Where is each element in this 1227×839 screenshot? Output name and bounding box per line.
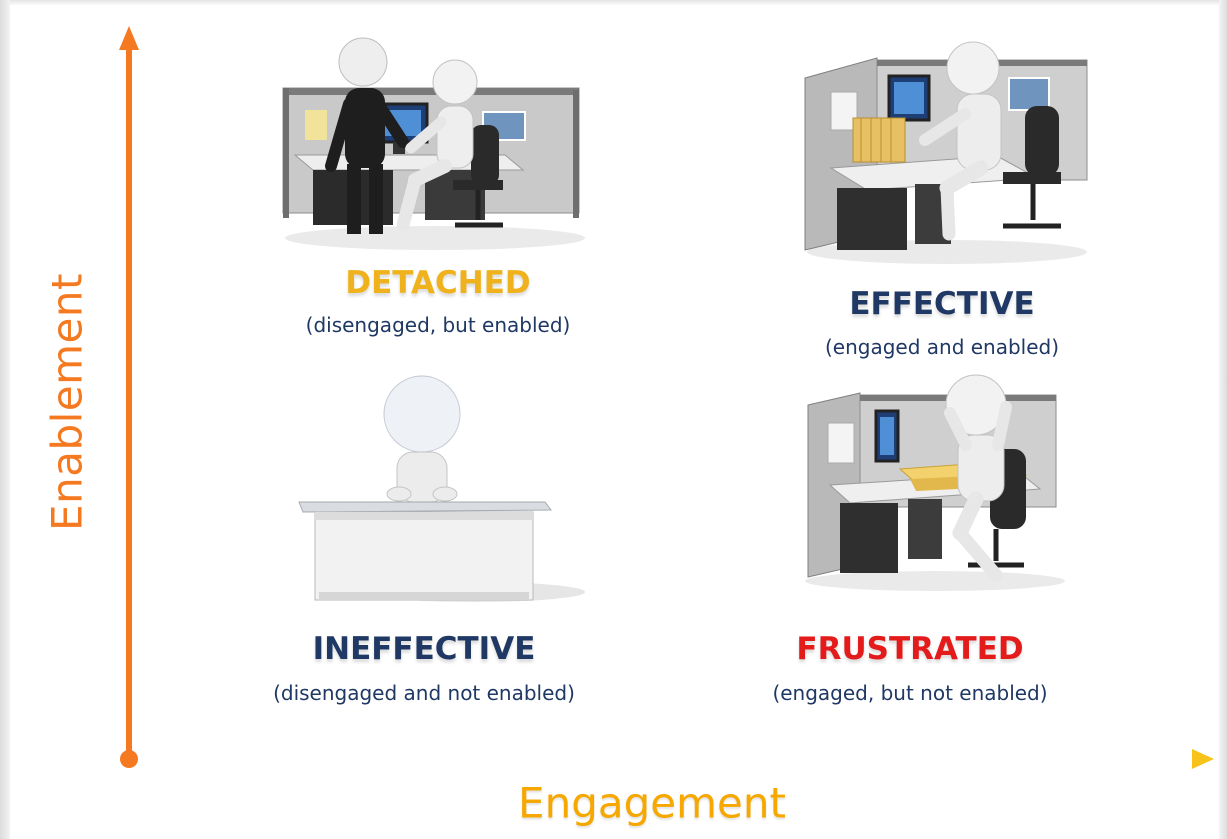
x-axis-arrowhead <box>1192 749 1214 769</box>
detached-illustration <box>282 37 585 250</box>
frustrated-subtitle: (engaged, but not enabled) <box>772 681 1048 705</box>
y-axis-arrowhead <box>119 26 139 50</box>
frame-left <box>0 0 10 839</box>
y-axis-label: Enablement <box>42 273 92 531</box>
frustrated-title: FRUSTRATED <box>796 631 1024 667</box>
effective-title: EFFECTIVE <box>849 286 1035 322</box>
frustrated-illustration <box>805 374 1065 591</box>
ineffective-illustration <box>298 375 585 602</box>
ineffective-title: INEFFECTIVE <box>312 631 536 667</box>
frame-top <box>0 0 1227 6</box>
effective-subtitle: (engaged and enabled) <box>824 335 1060 359</box>
ineffective-subtitle: (disengaged and not enabled) <box>273 681 575 705</box>
effective-illustration <box>804 41 1088 264</box>
detached-title: DETACHED <box>345 265 531 301</box>
frame-right <box>1219 0 1227 839</box>
detached-subtitle: (disengaged, but enabled) <box>305 313 571 337</box>
axis-origin-dot <box>120 750 138 768</box>
x-axis-label: Engagement <box>518 778 786 828</box>
